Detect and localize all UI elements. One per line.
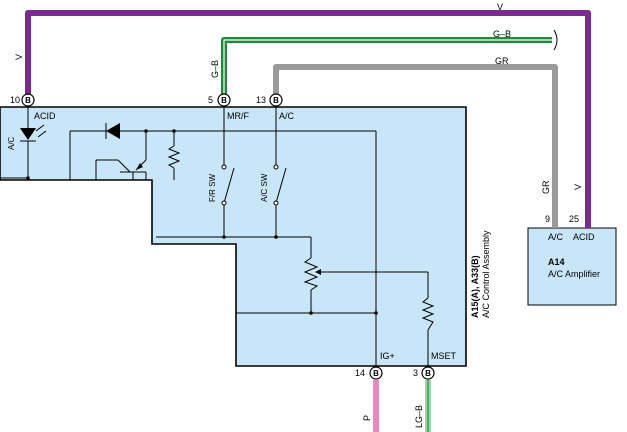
wire-label-gb-vert: G–B (210, 60, 220, 78)
led-indicator-icon (0, 106, 47, 180)
wire-label-top-v: V (497, 2, 503, 12)
amp-pin-number-25: 25 (569, 214, 579, 224)
pin-label-ac: A/C (279, 111, 295, 121)
wire-label-gb-top: G–B (493, 29, 511, 39)
internal-wiring (156, 131, 429, 366)
wire-label-p: P (362, 415, 372, 421)
diode-icon (69, 123, 376, 180)
wire-gray-gr (273, 64, 558, 228)
wire-violet (25, 10, 591, 228)
amp-pin-number-9: 9 (545, 214, 550, 224)
amp-code: A14 (548, 257, 565, 267)
svg-text:B: B (425, 369, 431, 378)
resistor-icon-2 (421, 297, 435, 331)
amp-pin-label-acid: ACID (573, 232, 595, 242)
transistor-icon (95, 131, 147, 180)
resistor-icon-1 (167, 131, 181, 180)
ac-switch-label: A/C SW (260, 173, 269, 202)
wire-label-lgb: LG–B (414, 405, 424, 428)
connector-pin-13: B (269, 93, 283, 107)
pin-number-14: 14 (355, 368, 365, 378)
wire-break-icon (553, 29, 558, 51)
amplifier-panel (527, 227, 617, 306)
pin-number-5: 5 (208, 95, 213, 105)
svg-text:B: B (221, 96, 227, 105)
wire-label-gr-vert: GR (541, 180, 551, 194)
fr-switch-icon (221, 106, 235, 237)
connector-pin-3: B (421, 366, 435, 380)
connector-pin-5: B (217, 93, 231, 107)
svg-text:B: B (373, 369, 379, 378)
pin-label-mset: MSET (431, 351, 457, 361)
amp-name: A/C Amplifier (548, 269, 600, 279)
wire-label-gr-top: GR (495, 56, 509, 66)
assembly-code: A15(A), A33(B) (470, 255, 480, 318)
fr-switch-label: F/R SW (208, 174, 217, 202)
pin-label-mrf: MR/F (227, 111, 249, 121)
pin-label-acid: ACID (34, 111, 56, 121)
ac-switch-icon (273, 106, 287, 237)
assembly-name: A/C Control Assembly (481, 230, 491, 318)
svg-text:B: B (25, 96, 31, 105)
connector-pin-10: B (21, 93, 35, 107)
wire-label-left-v: V (14, 54, 24, 60)
wire-label-v-right: V (573, 184, 583, 190)
pin-number-10: 10 (10, 95, 20, 105)
pin-label-ig: IG+ (380, 351, 395, 361)
svg-text:B: B (273, 96, 279, 105)
amp-pin-label-ac: A/C (548, 232, 564, 242)
led-label: A/C (7, 136, 16, 150)
connector-pin-14: B (369, 366, 383, 380)
pin-number-13: 13 (256, 95, 266, 105)
pin-number-3: 3 (413, 368, 418, 378)
potentiometer-icon (303, 257, 322, 291)
